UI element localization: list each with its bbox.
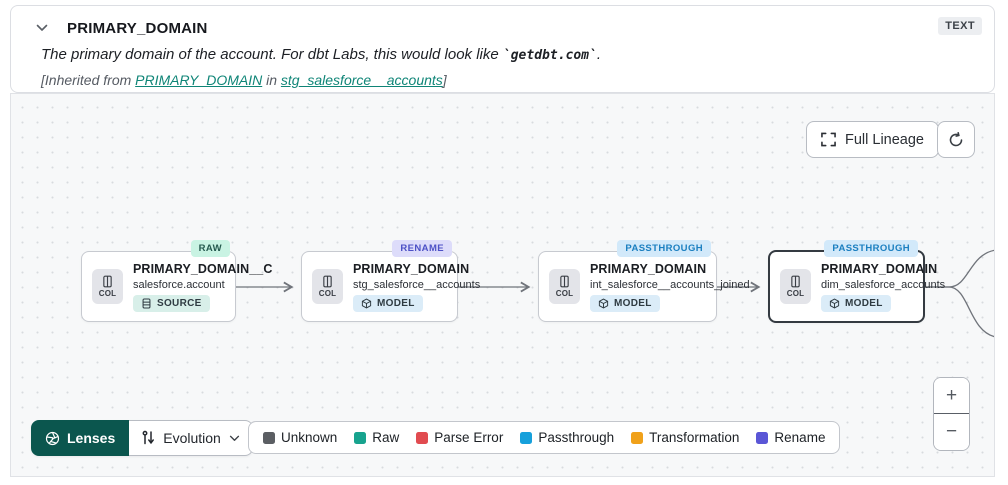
column-icon	[791, 275, 800, 288]
evolution-tag: RENAME	[392, 240, 452, 257]
chevron-down-icon	[229, 435, 239, 441]
node-title: PRIMARY_DOMAIN	[590, 261, 707, 276]
node-subtitle: int_salesforce__accounts_joined	[590, 278, 750, 291]
inherited-from-note: [Inherited from PRIMARY_DOMAIN in stg_sa…	[41, 72, 447, 88]
lineage-node-staging[interactable]: RENAME COL PRIMARY_DOMAIN stg_salesforce…	[301, 240, 480, 322]
resource-type-badge: SOURCE	[133, 294, 210, 312]
evolution-legend: Unknown Raw Parse Error Passthrough Tran…	[248, 421, 841, 454]
column-icon	[560, 275, 569, 288]
cube-icon	[361, 297, 372, 309]
lens-dropdown[interactable]: Evolution	[129, 420, 253, 456]
resource-type-badge: MODEL	[590, 294, 660, 312]
lenses-button[interactable]: Lenses	[31, 420, 130, 456]
resource-type-badge: MODEL	[353, 294, 423, 312]
evolution-tag: PASSTHROUGH	[617, 240, 711, 257]
column-title: PRIMARY_DOMAIN	[67, 19, 208, 37]
cube-icon	[598, 297, 609, 309]
zoom-out-button[interactable]: −	[934, 414, 969, 450]
node-body: PRIMARY_DOMAIN__C salesforce.account SOU…	[123, 262, 282, 312]
resource-type-badge: MODEL	[821, 294, 891, 312]
column-description: The primary domain of the account. For d…	[41, 46, 601, 63]
evolution-icon	[141, 430, 155, 446]
inherited-model-link[interactable]: stg_salesforce__accounts	[280, 72, 443, 88]
fullscreen-icon	[821, 132, 836, 147]
lens-selected-label: Evolution	[163, 430, 221, 446]
node-subtitle: salesforce.account	[133, 278, 225, 291]
node-subtitle: stg_salesforce__accounts	[353, 278, 481, 291]
node-body: PRIMARY_DOMAIN int_salesforce__accounts_…	[580, 262, 760, 312]
evolution-tag: PASSTHROUGH	[824, 240, 918, 257]
refresh-icon	[948, 131, 964, 148]
aperture-icon	[45, 431, 60, 446]
zoom-controls: + −	[933, 377, 970, 451]
node-title: PRIMARY_DOMAIN__C	[133, 261, 273, 276]
column-type-chip: COL	[780, 269, 811, 304]
lineage-node-source[interactable]: RAW COL PRIMARY_DOMAIN__C salesforce.acc…	[81, 240, 272, 322]
legend-item: Passthrough	[520, 430, 614, 445]
lineage-canvas[interactable]: Full Lineage RAW COL PRIMARY_DOMAIN__C s…	[10, 93, 995, 477]
lineage-edges	[236, 249, 994, 337]
data-type-badge: TEXT	[938, 17, 982, 35]
node-body: PRIMARY_DOMAIN stg_salesforce__accounts …	[343, 262, 490, 312]
legend-item: Transformation	[631, 430, 739, 445]
database-icon	[142, 298, 151, 308]
legend-swatch	[263, 431, 275, 444]
node-subtitle: dim_salesforce_accounts	[821, 278, 946, 291]
column-icon	[103, 275, 112, 288]
refresh-button[interactable]	[937, 121, 975, 158]
evolution-tag: RAW	[190, 240, 230, 257]
legend-item: Unknown	[263, 430, 337, 445]
collapse-chevron-icon[interactable]	[33, 19, 51, 37]
inline-code: `getdbt.com`	[502, 48, 597, 63]
column-type-chip: COL	[92, 269, 123, 304]
column-type-chip: COL	[312, 269, 343, 304]
column-header: PRIMARY_DOMAIN	[33, 19, 208, 37]
zoom-in-button[interactable]: +	[934, 378, 969, 414]
column-type-chip: COL	[549, 269, 580, 304]
column-info-card: PRIMARY_DOMAIN TEXT The primary domain o…	[10, 5, 995, 93]
col-label: COL	[786, 289, 805, 298]
col-label: COL	[318, 289, 337, 298]
lineage-node-intermediate[interactable]: PASSTHROUGH COL PRIMARY_DOMAIN int_sales…	[538, 240, 750, 322]
cube-icon	[829, 297, 840, 309]
lenses-control: Lenses Evolution	[31, 420, 253, 456]
column-icon	[323, 275, 332, 288]
node-body: PRIMARY_DOMAIN dim_salesforce_accounts M…	[811, 262, 955, 312]
full-lineage-button[interactable]: Full Lineage	[806, 121, 939, 158]
lenses-label: Lenses	[67, 430, 116, 446]
inherited-column-link[interactable]: PRIMARY_DOMAIN	[135, 72, 263, 88]
legend-item: Parse Error	[416, 430, 503, 445]
full-lineage-label: Full Lineage	[845, 131, 924, 148]
node-title: PRIMARY_DOMAIN	[353, 261, 470, 276]
col-label: COL	[555, 289, 574, 298]
legend-swatch	[354, 431, 367, 444]
legend-swatch	[631, 431, 644, 444]
node-title: PRIMARY_DOMAIN	[821, 261, 938, 276]
legend-swatch	[416, 431, 429, 444]
legend-item: Rename	[756, 430, 825, 445]
legend-swatch	[756, 431, 769, 444]
col-label: COL	[98, 289, 117, 298]
lineage-node-dim-selected[interactable]: PASSTHROUGH COL PRIMARY_DOMAIN dim_sales…	[768, 240, 945, 323]
legend-swatch	[520, 431, 533, 444]
legend-item: Raw	[354, 430, 399, 445]
